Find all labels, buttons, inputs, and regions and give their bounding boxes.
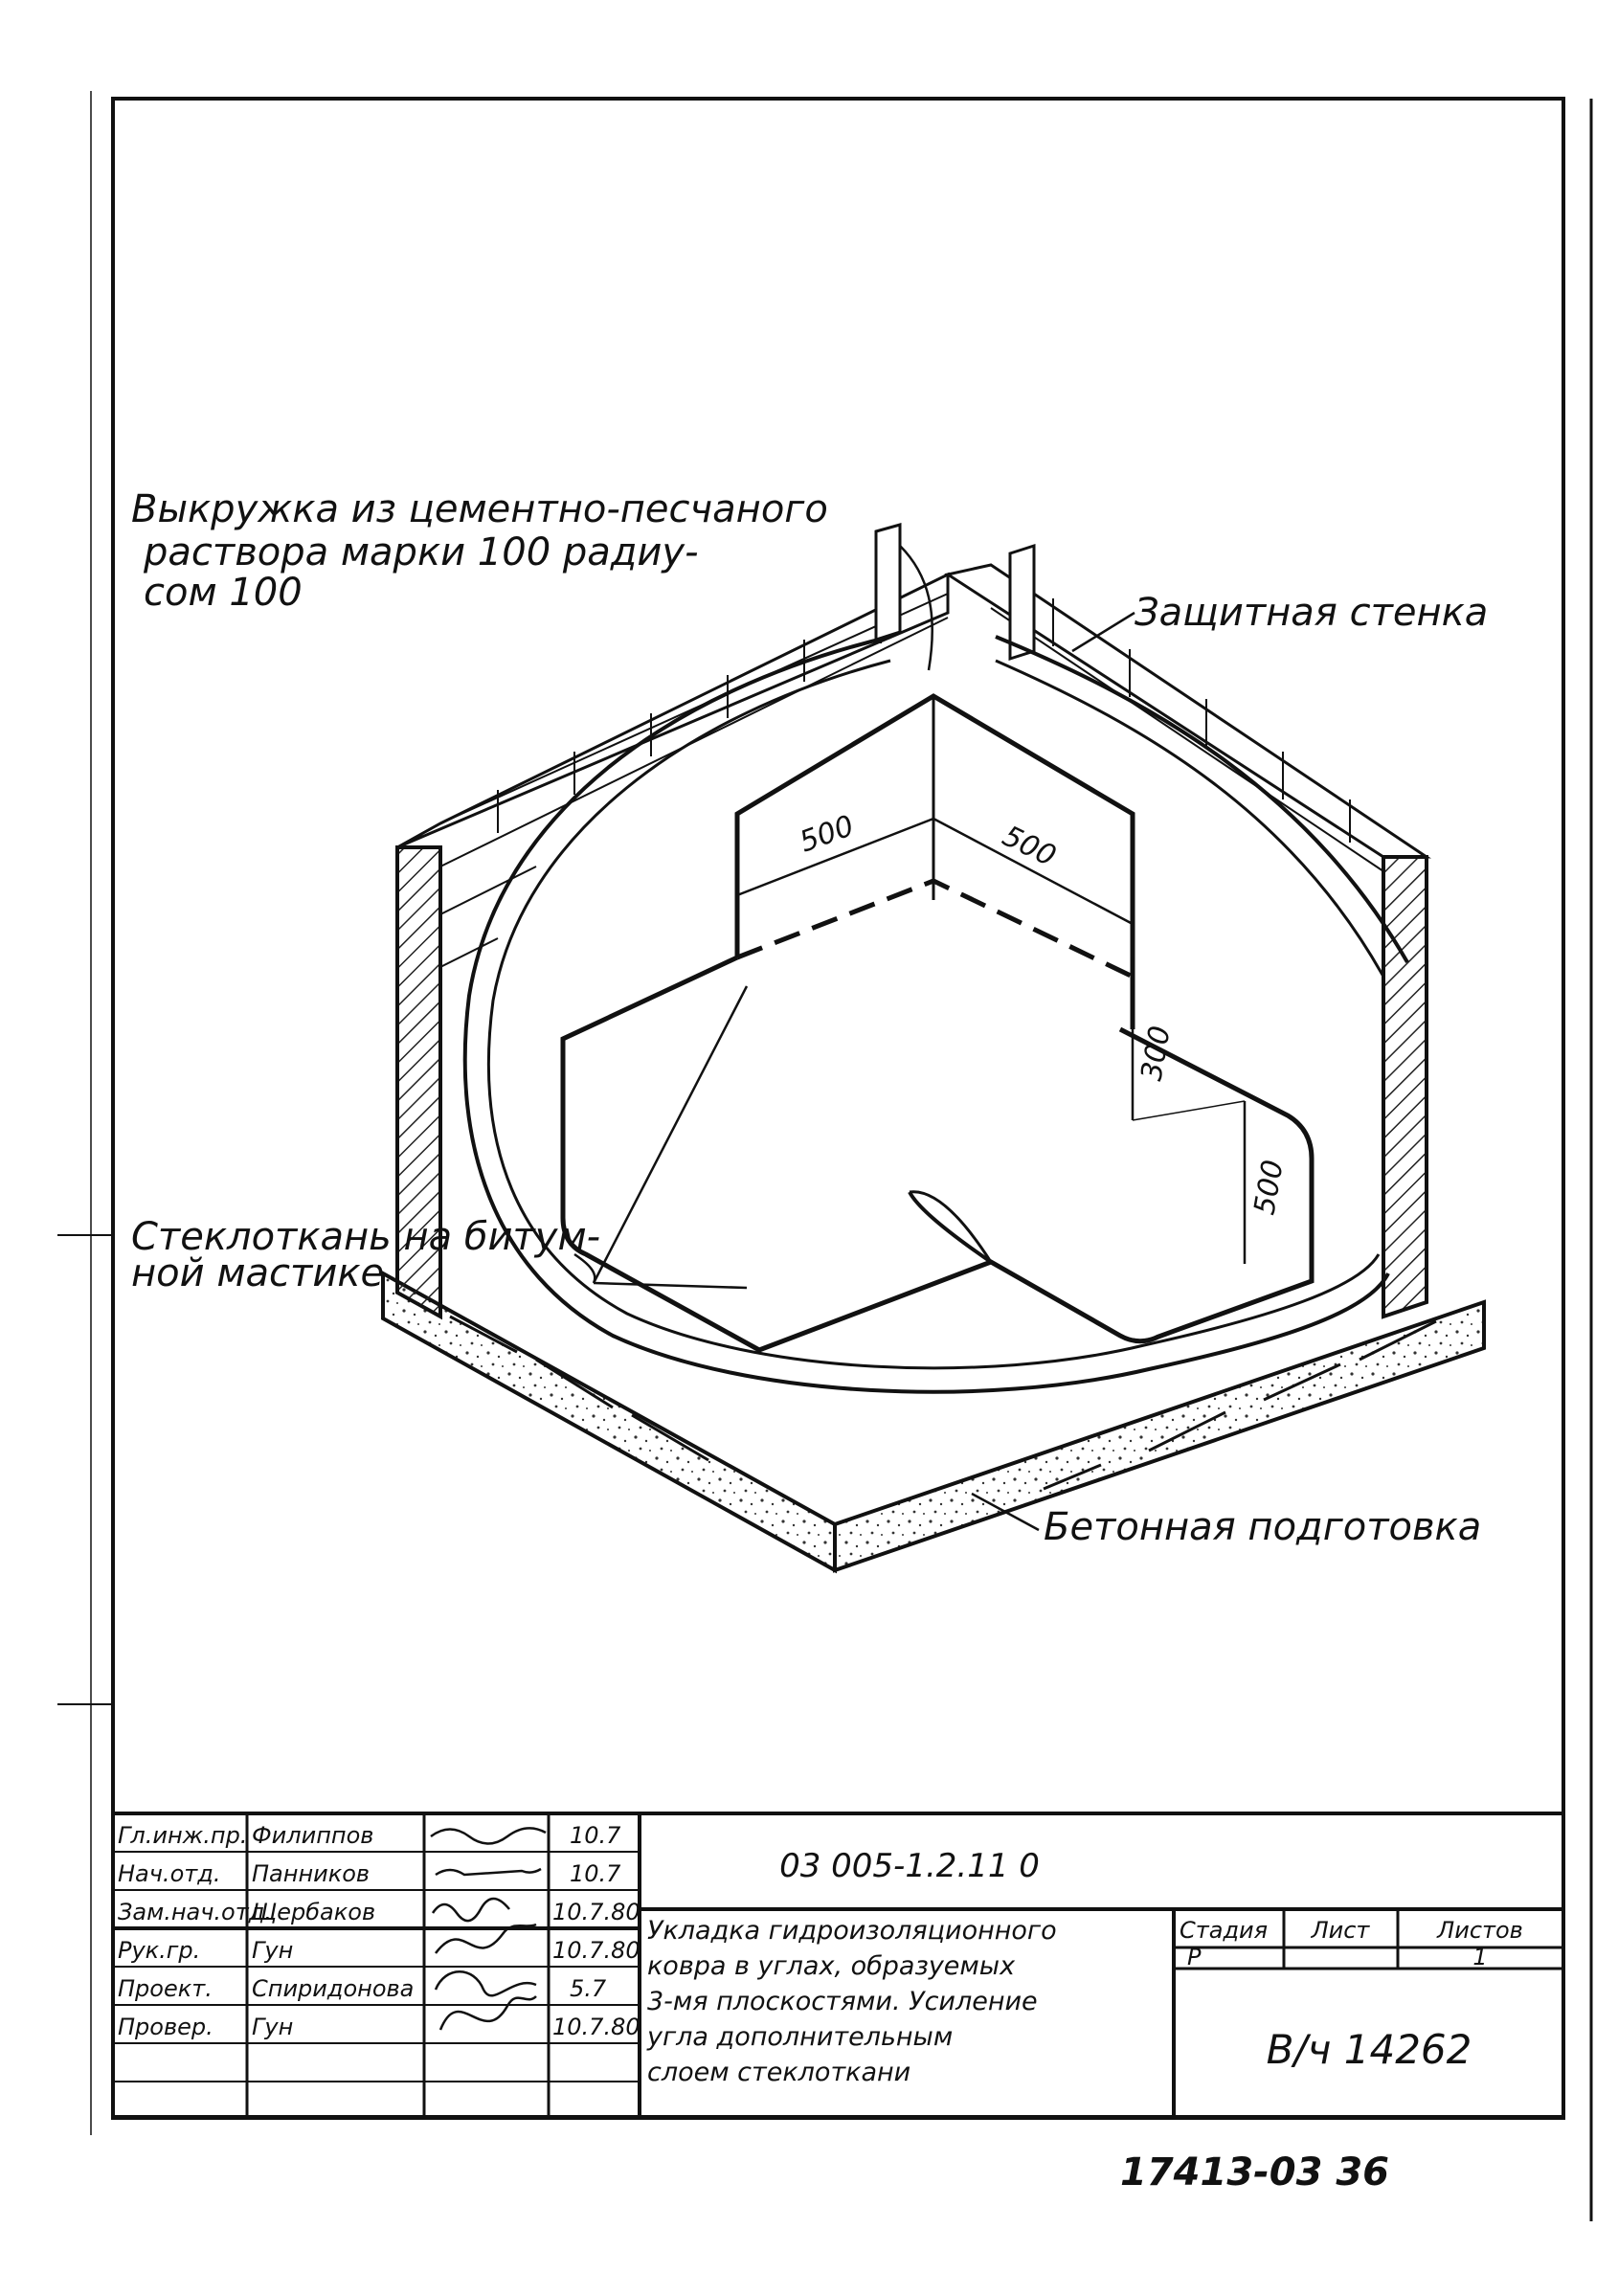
- row2-role: Нач.отд.: [118, 1860, 220, 1887]
- sheets-header: Листов: [1436, 1917, 1523, 1944]
- row2-date: 10.7: [570, 1860, 621, 1887]
- sheets-value: 1: [1472, 1944, 1487, 1970]
- row6-date: 10.7.80: [552, 2014, 640, 2040]
- row1-name: Филиппов: [252, 1822, 373, 1849]
- signatures: [430, 1827, 547, 2031]
- sheet-header: Лист: [1311, 1917, 1371, 1944]
- row5-role: Проект.: [118, 1975, 213, 2002]
- dimension-lines: [736, 817, 1247, 1264]
- concrete-base: [381, 1270, 1486, 1574]
- fiberglass-label-line2: ной мастике: [131, 1251, 384, 1295]
- row1-date: 10.7: [570, 1822, 621, 1849]
- title-block: [111, 1812, 1565, 2120]
- leader-lines: [573, 545, 1135, 1532]
- row4-role: Рук.гр.: [118, 1937, 200, 1964]
- row5-name: Спиридонова: [252, 1975, 414, 2002]
- row3-date: 10.7.80: [552, 1899, 640, 1925]
- description-line2: ковра в углах, образуемых: [647, 1951, 1016, 1981]
- callouts: Выкружка из цементно-песчаного раствора …: [131, 487, 1488, 1549]
- description: Укладка гидроизоляционного ковра в углах…: [646, 1916, 1057, 2087]
- floor-carpet: [560, 955, 1315, 1353]
- description-line3: 3-мя плоскостями. Усиление: [647, 1987, 1038, 2016]
- description-line4: угла дополнительным: [646, 2022, 953, 2052]
- row5-date: 5.7: [570, 1975, 607, 2002]
- dim-300: 300: [1135, 1024, 1177, 1083]
- title-block-rows: Гл.инж.пр. Филиппов 10.7 Нач.отд. Панник…: [118, 1822, 640, 2040]
- row3-name: Щербаков: [252, 1899, 375, 1925]
- protective-wall: [395, 523, 1431, 1320]
- row4-name: Гун: [252, 1937, 293, 1964]
- stage-header: Стадия: [1180, 1917, 1268, 1944]
- fillet-label-line2: раствора марки 100 радиу-: [143, 530, 699, 574]
- row2-name: Панников: [252, 1860, 370, 1887]
- protective-wall-label: Защитная стенка: [1135, 591, 1488, 635]
- document-code: 03 005-1.2.11 0: [779, 1847, 1040, 1885]
- row1-role: Гл.инж.пр.: [118, 1822, 247, 1849]
- concrete-base-label: Бетонная подготовка: [1044, 1505, 1481, 1549]
- row4-date: 10.7.80: [552, 1937, 640, 1964]
- stage-value: Р: [1187, 1944, 1202, 1970]
- reinforcement-layer: [736, 878, 1135, 979]
- row6-name: Гун: [252, 2014, 293, 2040]
- dim-500-vertical: 500: [1247, 1158, 1290, 1217]
- description-line1: Укладка гидроизоляционного: [647, 1916, 1057, 1946]
- fillet-label-line3: сом 100: [144, 571, 303, 615]
- description-line5: слоем стеклоткани: [647, 2058, 910, 2087]
- dim-500-right: 500: [997, 820, 1061, 874]
- archive-number: 17413-03 36: [1120, 2150, 1389, 2195]
- wall-carpet: [734, 693, 1135, 1029]
- fillet-band: [462, 635, 1409, 1394]
- fiberglass-label-line1: Стеклоткань на битум-: [131, 1215, 600, 1259]
- fillet-label-line1: Выкружка из цементно-песчаного: [131, 487, 828, 531]
- row6-role: Провер.: [118, 2014, 213, 2040]
- row3-role: Зам.нач.отд.: [118, 1899, 272, 1925]
- organization: В/ч 14262: [1267, 2026, 1472, 2073]
